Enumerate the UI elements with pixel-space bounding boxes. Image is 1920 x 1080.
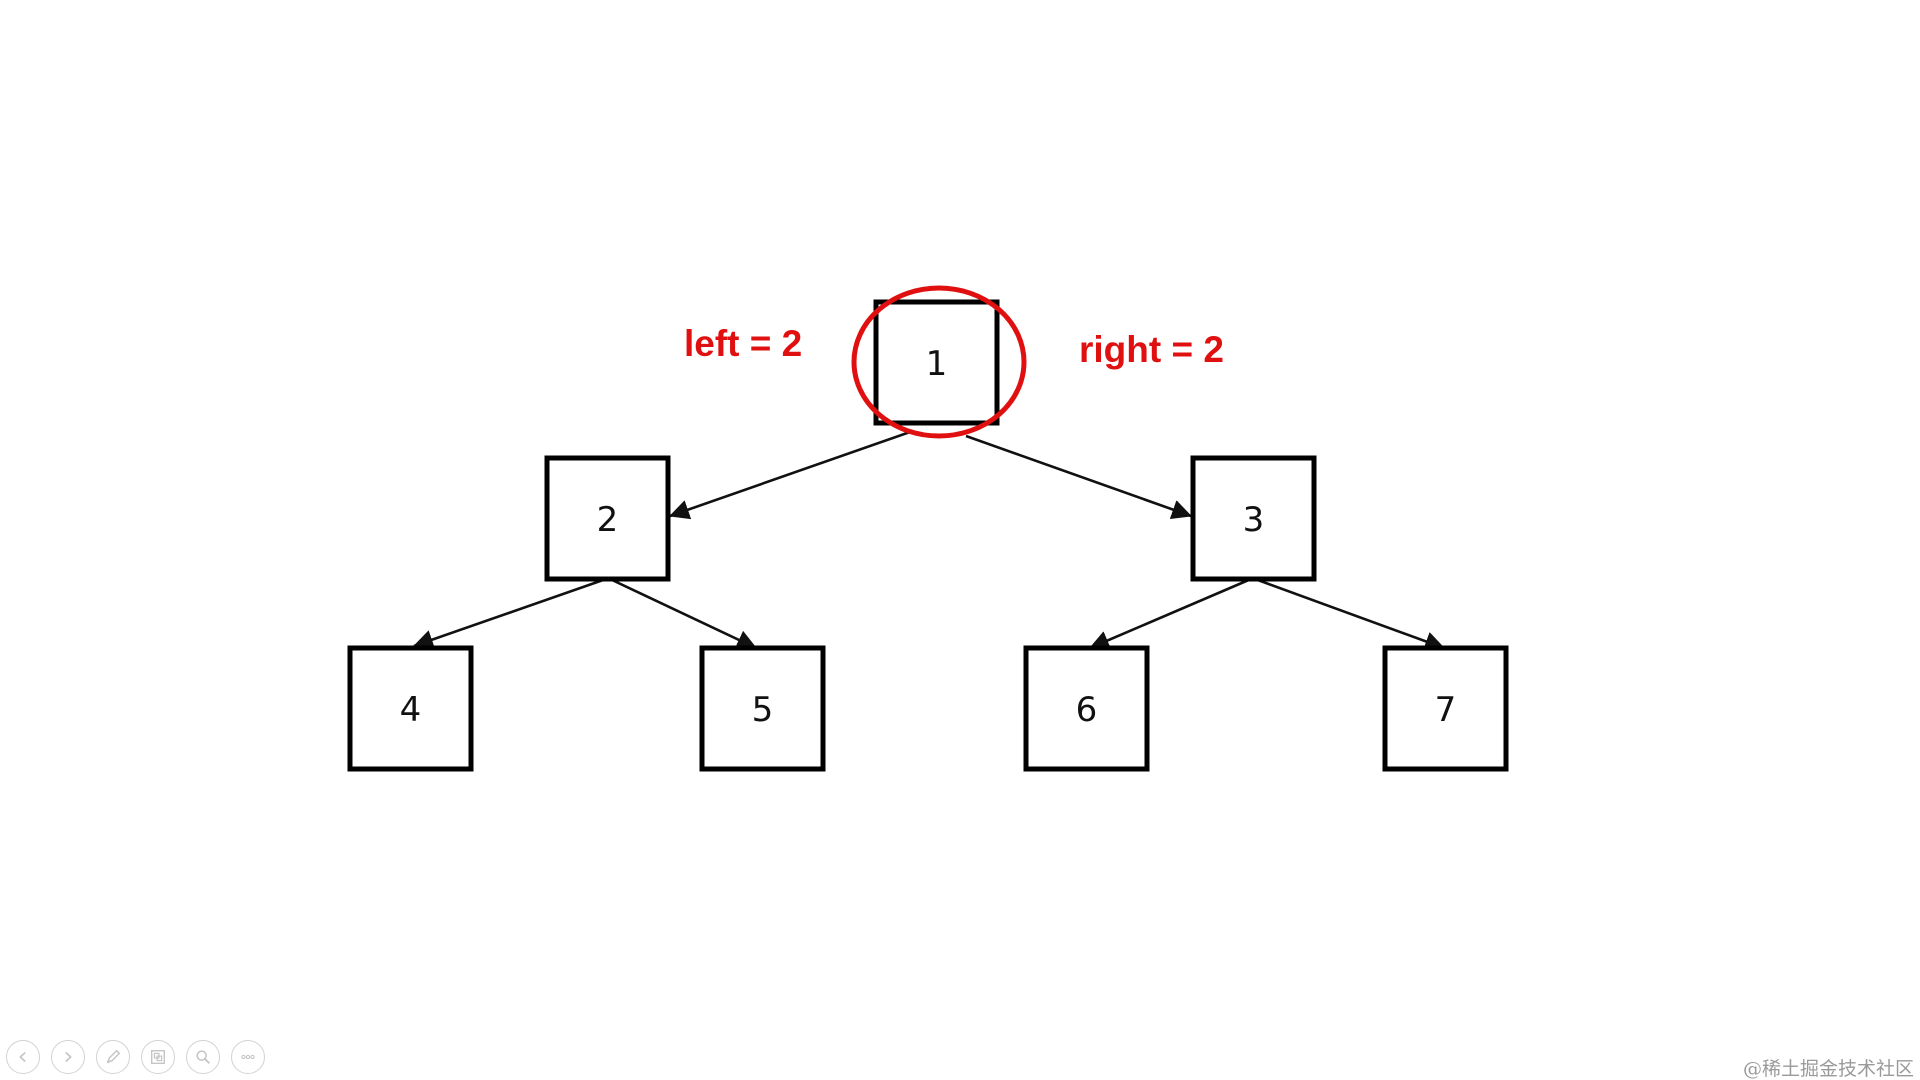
- edge-2-5: [609, 577, 757, 650]
- pen-tool-button[interactable]: [96, 1040, 130, 1074]
- edges: [413, 430, 1445, 651]
- tree-node-2: 2: [544, 455, 671, 582]
- tree-node-7: 7: [1382, 645, 1509, 772]
- left-depth-annotation: left = 2: [684, 323, 802, 364]
- node-label: 4: [400, 690, 422, 730]
- tree-node-5: 5: [699, 645, 826, 772]
- slide-overview-button[interactable]: [141, 1040, 175, 1074]
- edge-2-4: [413, 577, 607, 650]
- edge-3-6: [1089, 577, 1252, 650]
- edge-1-3: [965, 434, 1192, 520]
- node-label: 5: [752, 690, 774, 730]
- highlight-ring: [851, 285, 1027, 439]
- next-slide-button[interactable]: [51, 1040, 85, 1074]
- slides-icon: [151, 1050, 165, 1064]
- node-label: 7: [1435, 690, 1457, 730]
- edge-1-2: [669, 430, 911, 520]
- tree-node-4: 4: [347, 645, 474, 772]
- next-icon: [65, 1051, 72, 1063]
- more-options-button[interactable]: [231, 1040, 265, 1074]
- nodes: 1 2 3 4 5 6 7: [347, 299, 1509, 772]
- edge-3-7: [1254, 577, 1445, 651]
- node-label: 3: [1243, 500, 1265, 540]
- presentation-toolbar: [6, 1040, 265, 1074]
- tree-node-3: 3: [1190, 455, 1317, 582]
- right-depth-annotation: right = 2: [1079, 329, 1224, 370]
- previous-icon: [19, 1051, 26, 1063]
- watermark: @稀土掘金技术社区: [1742, 1058, 1914, 1080]
- zoom-button[interactable]: [186, 1040, 220, 1074]
- pen-icon: [106, 1049, 121, 1064]
- more-icon: [241, 1054, 255, 1060]
- node-label: 2: [597, 500, 619, 540]
- tree-node-1: 1: [873, 299, 1000, 426]
- node-label: 6: [1076, 690, 1098, 730]
- previous-slide-button[interactable]: [6, 1040, 40, 1074]
- zoom-icon: [196, 1050, 210, 1064]
- tree-node-6: 6: [1023, 645, 1150, 772]
- node-label: 1: [926, 344, 948, 384]
